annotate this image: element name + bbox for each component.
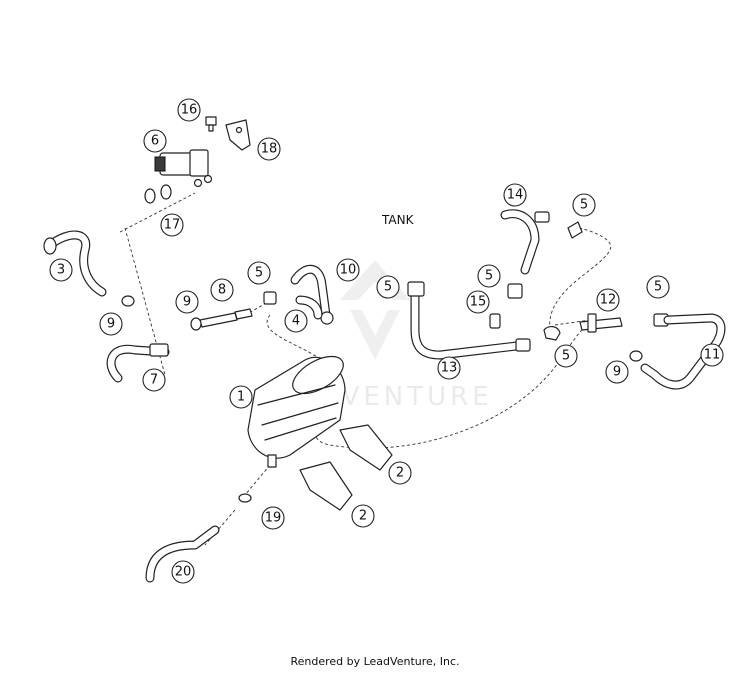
callout-15: 15: [466, 290, 490, 314]
bolt-part-16: [205, 116, 217, 132]
hose-part-13: [407, 281, 531, 360]
hose-part-7: [106, 343, 170, 383]
svg-text:6: 6: [151, 134, 159, 149]
clamp-part-5-b: [567, 221, 583, 239]
svg-text:8: 8: [218, 283, 226, 298]
callout-9-a: 9: [99, 312, 123, 336]
clamp-part-9-left: [121, 295, 135, 307]
svg-text:2: 2: [359, 509, 367, 524]
svg-text:13: 13: [441, 361, 458, 376]
svg-text:20: 20: [175, 565, 192, 580]
clamp-part-9-right: [629, 350, 643, 362]
canister-part-1: [247, 355, 346, 468]
clamp-part-9-mid: [190, 317, 202, 331]
svg-text:5: 5: [485, 269, 493, 284]
clamp-part-5-c: [543, 326, 561, 341]
callout-16: 16: [177, 98, 201, 122]
callout-2-a: 2: [388, 461, 412, 485]
callout-12: 12: [596, 288, 620, 312]
callout-3: 3: [49, 258, 73, 282]
svg-text:16: 16: [181, 103, 198, 118]
svg-text:7: 7: [150, 373, 158, 388]
svg-text:18: 18: [261, 142, 278, 157]
fitting-part-8: [199, 308, 253, 328]
svg-text:19: 19: [265, 511, 282, 526]
svg-text:9: 9: [183, 295, 191, 310]
svg-text:1: 1: [237, 390, 245, 405]
fitting-part-12: [579, 313, 623, 333]
bracket-part-2-bottom: [299, 461, 353, 511]
svg-text:2: 2: [396, 466, 404, 481]
callout-5-e: 5: [554, 344, 578, 368]
callout-2-b: 2: [351, 504, 375, 528]
svg-text:11: 11: [704, 348, 721, 363]
svg-text:14: 14: [507, 188, 524, 203]
clamp-part-19: [238, 493, 252, 503]
callout-5-c: 5: [477, 264, 501, 288]
callout-10: 10: [336, 258, 360, 282]
svg-text:5: 5: [384, 280, 392, 295]
svg-text:9: 9: [107, 317, 115, 332]
callout-4: 4: [284, 309, 308, 333]
callout-5-f: 5: [646, 275, 670, 299]
footer-credit: Rendered by LeadVenture, Inc.: [290, 655, 460, 668]
svg-text:5: 5: [654, 280, 662, 295]
svg-text:9: 9: [613, 365, 621, 380]
callout-7: 7: [142, 368, 166, 392]
callout-13: 13: [437, 356, 461, 380]
callout-11: 11: [700, 343, 724, 367]
fitting-part-15: [489, 283, 523, 329]
svg-text:3: 3: [57, 263, 65, 278]
callout-1: 1: [229, 385, 253, 409]
callout-8: 8: [210, 278, 234, 302]
valve-part-6: [154, 149, 213, 188]
svg-text:4: 4: [292, 314, 300, 329]
clamp-part-17: [144, 184, 172, 204]
callout-18: 18: [257, 137, 281, 161]
tank-label: TANK: [382, 213, 414, 227]
hose-part-4: [295, 295, 323, 320]
bracket-part-18: [225, 119, 251, 151]
svg-text:17: 17: [164, 218, 181, 233]
hose-part-20: [145, 525, 220, 583]
svg-text:5: 5: [255, 266, 263, 281]
callout-17: 17: [160, 213, 184, 237]
callout-14: 14: [503, 183, 527, 207]
svg-text:10: 10: [340, 263, 357, 278]
callout-9-b: 9: [175, 290, 199, 314]
callout-5-b: 5: [376, 275, 400, 299]
callout-19: 19: [261, 506, 285, 530]
callout-6: 6: [143, 129, 167, 153]
hose-part-14: [500, 209, 550, 275]
svg-text:12: 12: [600, 293, 617, 308]
hose-part-3: [43, 230, 107, 297]
svg-text:15: 15: [470, 295, 487, 310]
callout-5-d: 5: [572, 193, 596, 217]
callout-5-a: 5: [247, 261, 271, 285]
callout-9-c: 9: [605, 360, 629, 384]
clamp-part-5-a: [263, 291, 277, 305]
callout-20: 20: [171, 560, 195, 584]
bracket-part-2-top: [339, 424, 393, 471]
svg-text:5: 5: [580, 198, 588, 213]
svg-text:5: 5: [562, 349, 570, 364]
